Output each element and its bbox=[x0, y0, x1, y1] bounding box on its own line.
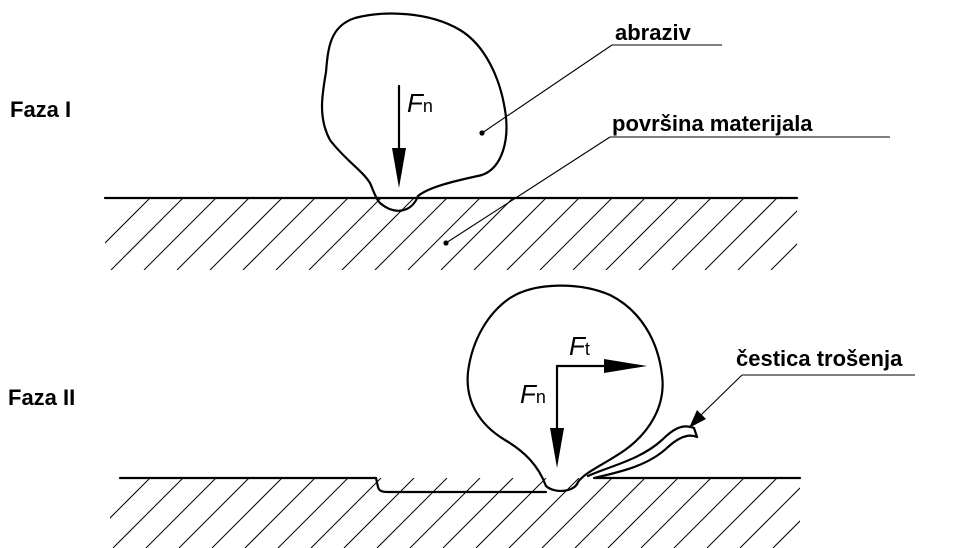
hatch-line bbox=[770, 243, 797, 270]
normal-force-label-2: Fn bbox=[520, 379, 546, 409]
abrasive-grain-1 bbox=[320, 12, 508, 212]
hatch-line bbox=[145, 478, 217, 548]
hatch-line bbox=[737, 210, 797, 270]
hatch-line bbox=[211, 478, 283, 548]
hatch-line bbox=[772, 520, 800, 548]
hatch-line bbox=[244, 478, 316, 548]
hatch-line bbox=[572, 198, 646, 270]
hatch-line bbox=[739, 487, 800, 548]
hatch-line bbox=[112, 478, 184, 548]
hatch-line bbox=[209, 198, 283, 270]
hatch-line bbox=[574, 478, 646, 548]
hatch-line bbox=[541, 478, 613, 548]
tangential-force-label: Ft bbox=[569, 331, 590, 361]
hatch-line bbox=[277, 478, 349, 548]
abrasive-label: abraziv bbox=[615, 20, 692, 45]
hatch-line bbox=[176, 198, 250, 270]
material-surface-1 bbox=[103, 196, 799, 270]
hatch-line bbox=[442, 478, 514, 548]
hatch-line bbox=[376, 478, 448, 548]
hatch-line bbox=[143, 198, 217, 270]
hatch-line bbox=[242, 198, 316, 270]
hatch-line bbox=[440, 198, 514, 270]
hatch-line bbox=[539, 198, 613, 270]
normal-force-arrow-2 bbox=[550, 364, 564, 468]
wear-groove bbox=[374, 476, 548, 494]
abrasive-grain-2 bbox=[466, 284, 664, 492]
hatch-line bbox=[275, 198, 349, 270]
hatch-line bbox=[110, 478, 151, 519]
hatch-line bbox=[178, 478, 250, 548]
phase-1: Faza I Fn abraziv površina materijala bbox=[10, 12, 890, 270]
hatch-line bbox=[508, 478, 580, 548]
hatch-line bbox=[473, 198, 547, 270]
hatch-line bbox=[671, 198, 745, 270]
hatch-line bbox=[343, 478, 415, 548]
hatch-line bbox=[341, 198, 415, 270]
hatch-line bbox=[308, 198, 382, 270]
wear-particle-label: čestica trošenja bbox=[736, 346, 903, 371]
wear-particle bbox=[586, 425, 699, 480]
hatch-line bbox=[605, 198, 679, 270]
wear-particle-callout bbox=[689, 374, 915, 428]
hatch-line bbox=[673, 478, 745, 548]
surface-label: površina materijala bbox=[612, 111, 813, 136]
material-surface-2 bbox=[110, 476, 802, 548]
hatch-line bbox=[409, 478, 481, 548]
hatch-line bbox=[407, 198, 481, 270]
material-hatching-2 bbox=[110, 478, 800, 548]
hatch-line bbox=[640, 478, 712, 548]
hatch-line bbox=[475, 478, 547, 548]
phase-2: Faza II čestica trošenja Fn bbox=[8, 284, 915, 548]
hatch-line bbox=[607, 478, 679, 548]
surface-callout bbox=[443, 136, 890, 246]
hatch-line bbox=[374, 198, 448, 270]
material-hatching-1 bbox=[105, 198, 797, 270]
phase-2-title: Faza II bbox=[8, 385, 75, 410]
hatch-line bbox=[310, 478, 382, 548]
normal-force-label-1: Fn bbox=[407, 88, 433, 118]
hatch-line bbox=[105, 198, 151, 244]
abrasive-callout bbox=[479, 44, 722, 136]
hatch-line bbox=[506, 198, 580, 270]
hatch-line bbox=[110, 198, 184, 270]
tangential-force-arrow bbox=[555, 359, 647, 373]
hatch-line bbox=[706, 478, 778, 548]
phase-1-title: Faza I bbox=[10, 97, 71, 122]
hatch-line bbox=[704, 198, 778, 270]
hatch-line bbox=[638, 198, 712, 270]
normal-force-arrow-1 bbox=[392, 84, 406, 188]
